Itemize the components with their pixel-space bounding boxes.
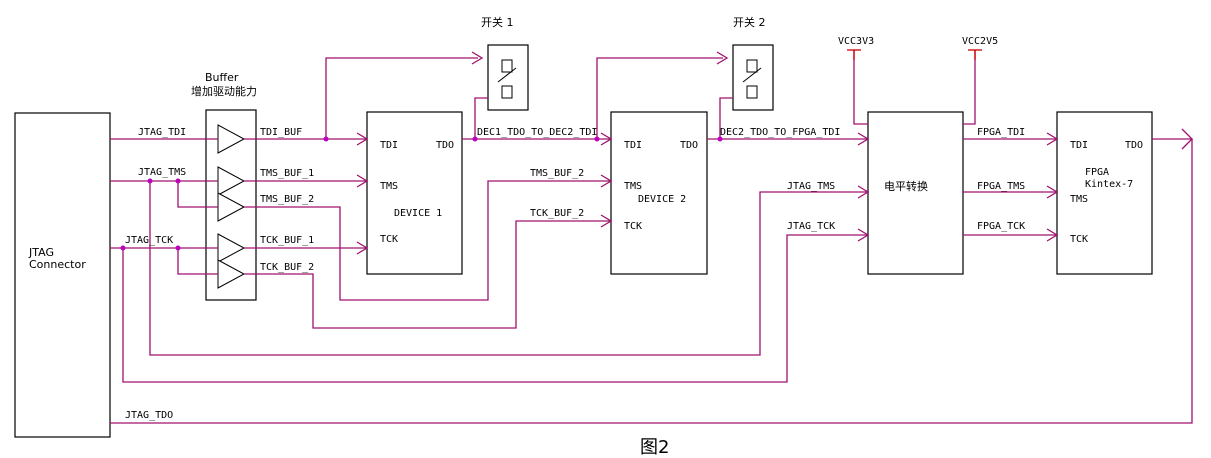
buffer-triangles	[217, 124, 246, 289]
sig-jtag-tdi: JTAG_TDI	[138, 127, 186, 138]
connector-label-1: JTAG	[28, 246, 54, 259]
vcc2v5-label: VCC2V5	[962, 36, 998, 47]
device2-tdo: TDO	[680, 140, 698, 151]
jtag-connector-box	[14, 112, 111, 438]
fpga-tms: TMS	[1070, 194, 1088, 205]
sig-dec2-tdo: DEC2_TDO_TO_FPGA_TDI	[720, 127, 840, 138]
sig-tck-buf-2-b: TCK_BUF_2	[530, 208, 584, 219]
sig-tms-buf-2-b: TMS_BUF_2	[530, 168, 584, 179]
switch1-symbol	[497, 59, 517, 99]
sig-tck-buf-1: TCK_BUF_1	[260, 235, 314, 246]
figure-caption: 图2	[640, 437, 669, 458]
sig-tms-buf-1: TMS_BUF_1	[260, 168, 314, 179]
vcc3v3-label: VCC3V3	[838, 36, 874, 47]
sig-tms-buf-2: TMS_BUF_2	[260, 194, 314, 205]
sig-fpga-tms: FPGA_TMS	[977, 181, 1025, 192]
sig-jtag-tdo: JTAG_TDO	[125, 410, 173, 421]
fpga-tdo: TDO	[1125, 140, 1143, 151]
sig-jtag-tck: JTAG_TCK	[125, 235, 173, 246]
level-shifter-name: 电平转换	[884, 179, 928, 193]
device1-tdi: TDI	[380, 140, 398, 151]
buffer-title: Buffer	[205, 71, 239, 84]
power-symbols	[847, 49, 982, 60]
sig-fpga-tck: FPGA_TCK	[977, 221, 1025, 232]
fpga-name1: FPGA	[1085, 167, 1109, 178]
sig-fpga-tdi: FPGA_TDI	[977, 127, 1025, 138]
sig-tck-buf-2: TCK_BUF_2	[260, 262, 314, 273]
sig-jtag-tms: JTAG_TMS	[138, 167, 186, 178]
buffer-subtitle: 增加驱动能力	[191, 84, 257, 98]
device1-tdo: TDO	[436, 140, 454, 151]
fpga-box	[1056, 111, 1153, 275]
fpga-tdi: TDI	[1070, 140, 1088, 151]
switch1-box	[487, 44, 529, 111]
device2-tck: TCK	[624, 221, 642, 232]
fpga-tck: TCK	[1070, 234, 1088, 245]
junction-dots	[120, 136, 723, 251]
device2-tms: TMS	[624, 181, 642, 192]
device1-tck: TCK	[380, 234, 398, 245]
level-shifter-box	[867, 111, 964, 275]
switch2-box	[732, 44, 774, 111]
sig-jtag-tck-ls: JTAG_TCK	[787, 221, 835, 232]
device1-name: DEVICE 1	[394, 208, 442, 219]
connector-label-2: Connector	[29, 258, 86, 271]
fpga-name2: Kintex-7	[1085, 179, 1133, 190]
device1-box	[366, 111, 463, 275]
arrowheads	[356, 51, 1193, 255]
sig-dec1-tdo: DEC1_TDO_TO_DEC2_TDI	[477, 127, 597, 138]
switch2-symbol	[742, 59, 762, 99]
switch2-label: 开关 2	[733, 15, 766, 29]
switch1-label: 开关 1	[481, 15, 514, 29]
sig-tdi-buf: TDI_BUF	[260, 127, 302, 138]
device2-box	[610, 111, 708, 275]
device1-tms: TMS	[380, 181, 398, 192]
wires	[110, 50, 1193, 424]
device2-name: DEVICE 2	[638, 194, 686, 205]
device2-tdi: TDI	[624, 140, 642, 151]
sig-jtag-tms-ls: JTAG_TMS	[787, 181, 835, 192]
